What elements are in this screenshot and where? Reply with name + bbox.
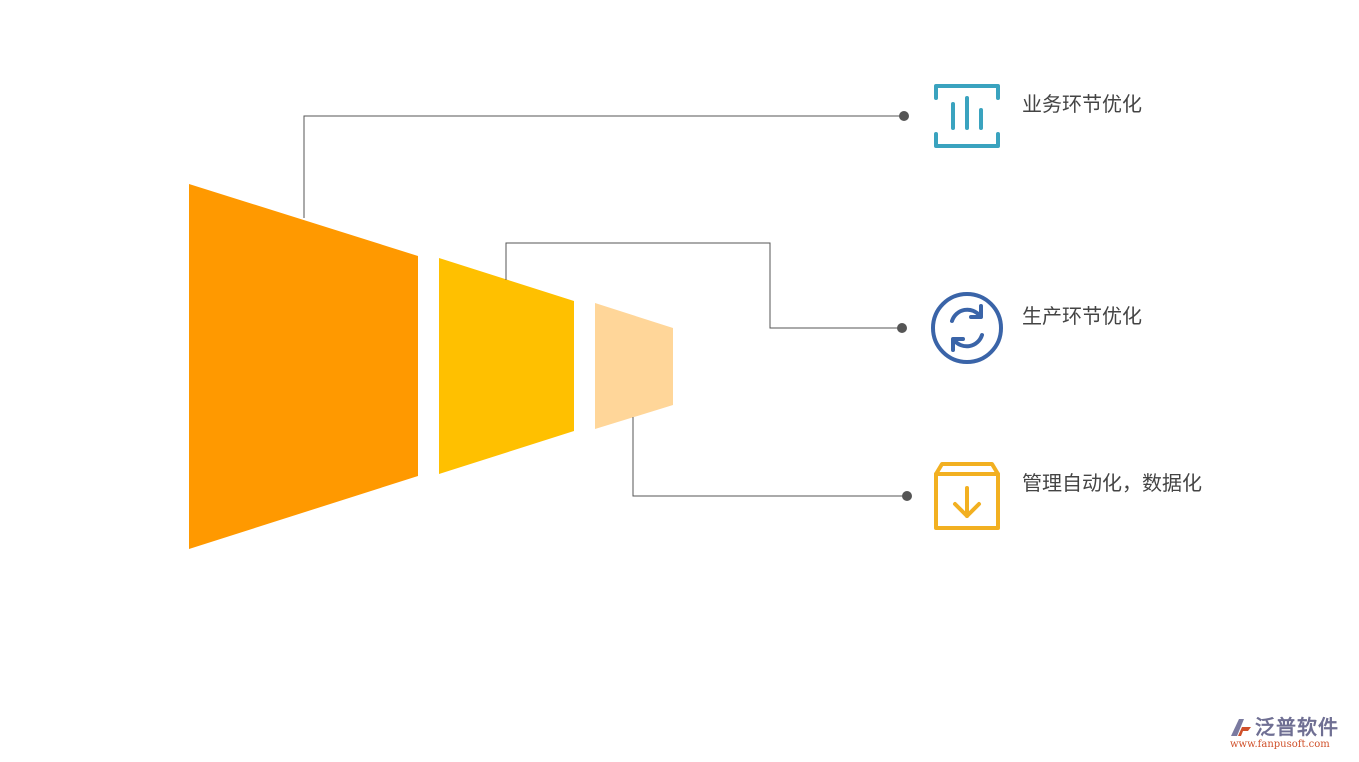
connector-dot-3 <box>902 491 912 501</box>
funnel-segment-2 <box>439 258 574 474</box>
funnel-segment-1 <box>189 184 418 549</box>
connector-dot-1 <box>899 111 909 121</box>
connector-line-1 <box>303 115 904 218</box>
bar-chart-frame-icon <box>934 84 1000 148</box>
connector-line-2 <box>505 242 902 329</box>
fanpu-logo-icon <box>1231 719 1251 736</box>
download-box-icon <box>934 462 1000 530</box>
item-label-business: 业务环节优化 <box>1022 92 1142 116</box>
brand-url: www.fanpusoft.com <box>1230 739 1330 750</box>
connector-dot-2 <box>897 323 907 333</box>
brand-logo: 泛普软件 www.fanpusoft.com <box>1228 714 1353 754</box>
refresh-circle-icon <box>931 292 1003 364</box>
item-label-production: 生产环节优化 <box>1022 304 1142 328</box>
funnel-segment-3 <box>595 303 673 429</box>
brand-name: 泛普软件 <box>1255 715 1339 739</box>
item-label-management: 管理自动化，数据化 <box>1022 471 1202 495</box>
connector-line-3 <box>632 417 907 497</box>
